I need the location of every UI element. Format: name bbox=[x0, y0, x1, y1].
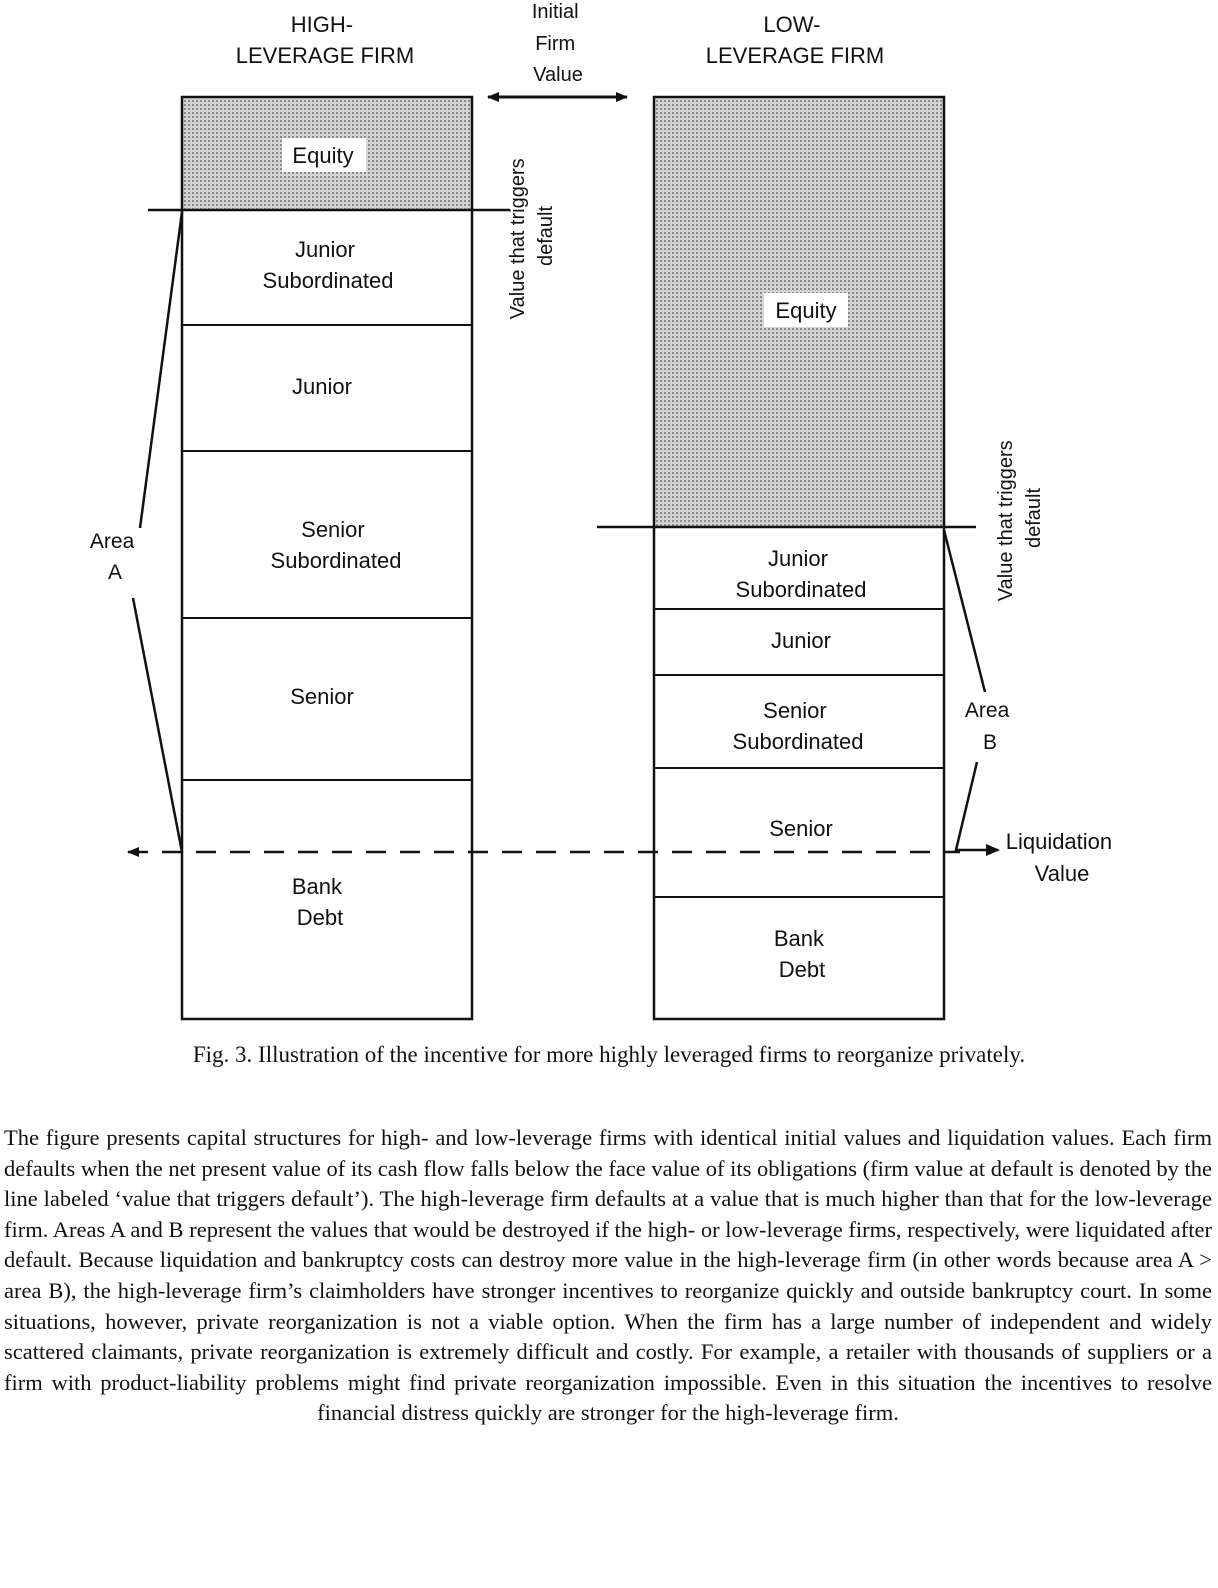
low-leverage-title: LOW- LEVERAGE FIRM bbox=[706, 12, 884, 68]
area-b-label: Area B bbox=[965, 699, 1015, 754]
low-junior-subordinated-label: Junior Subordinated bbox=[736, 546, 867, 602]
low-leverage-column: Equity Junior Subordinated Junior Senior… bbox=[652, 95, 946, 1021]
capital-structure-diagram: HIGH- LEVERAGE FIRM LOW- LEVERAGE FIRM I… bbox=[90, 1, 1119, 1021]
area-a-bracket-bottom bbox=[131, 597, 184, 853]
area-a-bracket-top bbox=[138, 211, 184, 529]
high-bank-debt-label: Bank Debt bbox=[292, 874, 348, 930]
high-leverage-column: Equity Junior Subordinated Junior Senior… bbox=[180, 95, 474, 1021]
high-junior-label: Junior bbox=[292, 374, 352, 399]
figure-description: The figure presents capital structures f… bbox=[4, 1125, 1212, 1426]
low-junior-label: Junior bbox=[771, 628, 831, 653]
high-junior-subordinated-label: Junior Subordinated bbox=[263, 237, 394, 293]
figure-caption: Fig. 3. Illustration of the incentive fo… bbox=[192, 1042, 1026, 1067]
low-senior-subordinated-label: Senior Subordinated bbox=[733, 698, 864, 754]
high-senior-label: Senior bbox=[290, 684, 354, 709]
area-b-bracket-bottom bbox=[954, 761, 998, 852]
area-a-label: Area A bbox=[90, 530, 140, 584]
high-senior-subordinated-label: Senior Subordinated bbox=[271, 517, 402, 573]
liquidation-value-label: Liquidation Value bbox=[1006, 829, 1119, 886]
low-senior-label: Senior bbox=[769, 816, 833, 841]
high-trigger-label: Value that triggers default bbox=[507, 153, 557, 319]
low-bank-debt-label: Bank Debt bbox=[774, 926, 830, 982]
initial-firm-value-label: Initial Firm Value bbox=[532, 1, 584, 86]
area-b-bracket-top bbox=[942, 529, 987, 693]
low-trigger-label: Value that triggers default bbox=[995, 435, 1045, 601]
high-equity-label: Equity bbox=[292, 143, 353, 168]
low-equity-label: Equity bbox=[775, 298, 836, 323]
high-leverage-title: HIGH- LEVERAGE FIRM bbox=[236, 12, 414, 68]
